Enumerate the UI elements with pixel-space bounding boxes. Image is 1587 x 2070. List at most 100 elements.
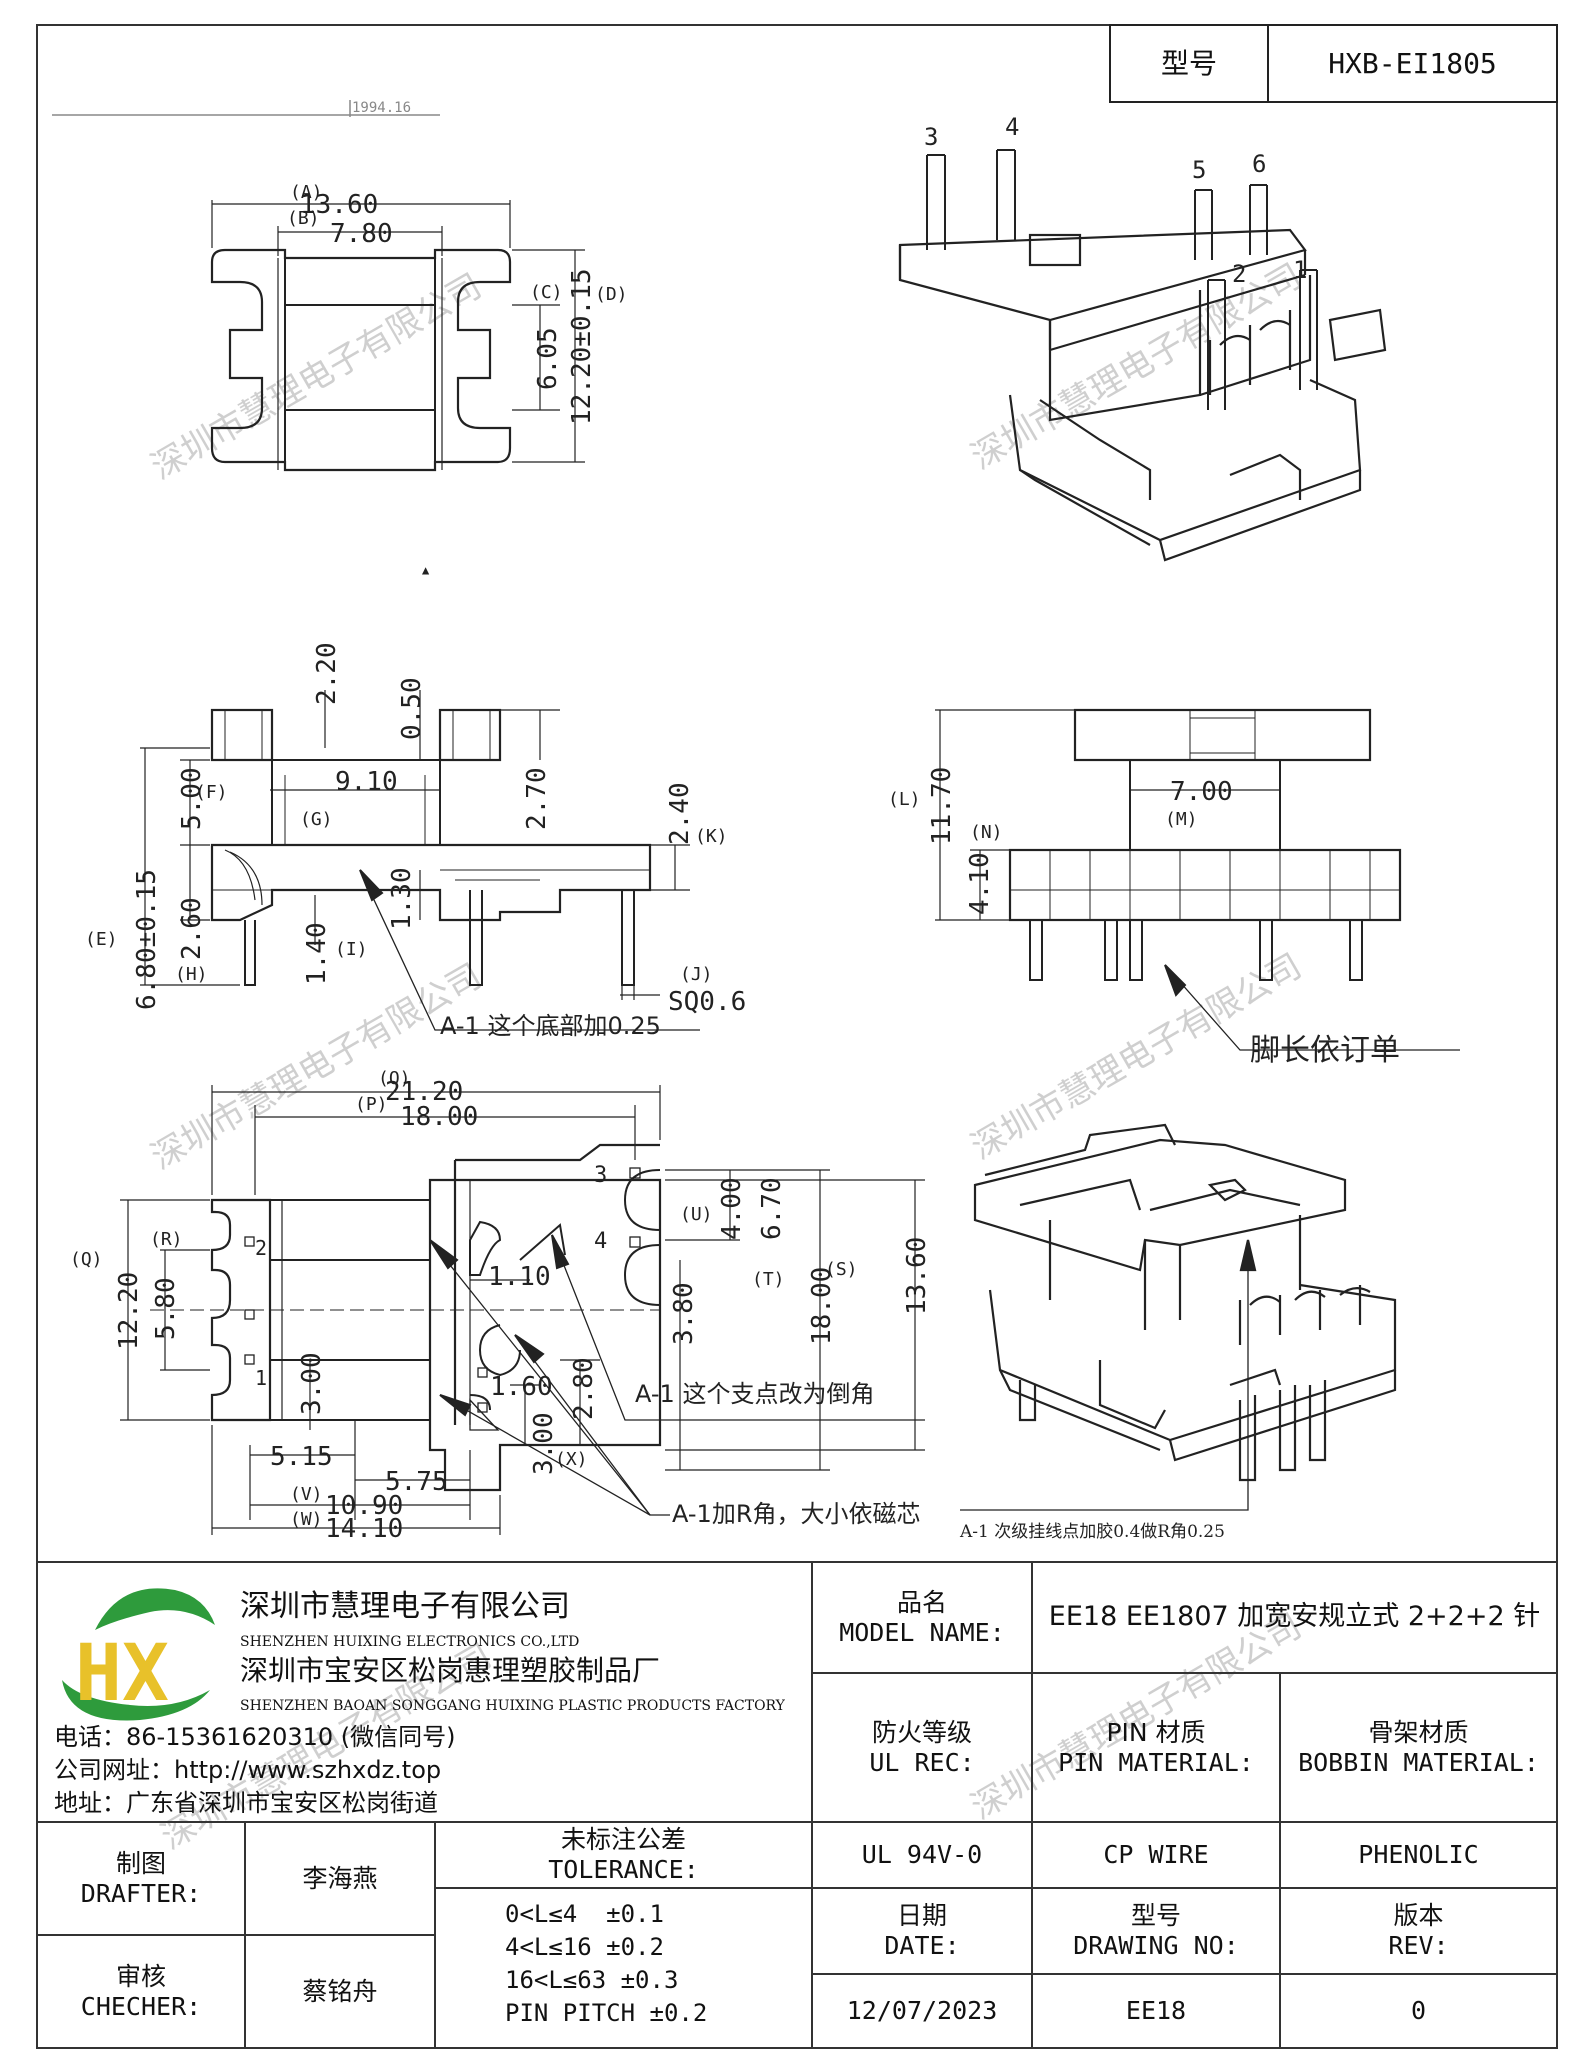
drawing-no-label: 型号 DRAWING NO:: [1073, 1901, 1239, 1960]
dim-label-q: (Q): [70, 1249, 103, 1270]
dim-label-n: (N): [970, 822, 1003, 843]
pin-label-1: 1: [1293, 256, 1307, 284]
bottom-view: 3 4 2 1: [70, 1068, 932, 1544]
dim-160: 1.60: [490, 1372, 553, 1402]
dim-label-w: (W): [290, 1509, 323, 1530]
dim-j: SQ0.6: [668, 987, 746, 1017]
drafter-name: 李海燕: [302, 1863, 378, 1893]
note-r-corner: A-1加R角，大小依磁芯: [672, 1500, 921, 1528]
dim-label-m: (M): [1165, 809, 1198, 830]
pin-label-6: 6: [1252, 150, 1266, 178]
dim-110: 1.10: [488, 1262, 551, 1292]
dim-label-p: (P): [355, 1094, 388, 1115]
dim-label-x: (X): [555, 1449, 588, 1470]
dim-670: 6.70: [757, 1177, 787, 1240]
dim-n: 4.10: [965, 852, 995, 915]
dim-m: 7.00: [1170, 777, 1233, 807]
company-phone: 电话：86-15361620310 (微信同号): [54, 1723, 456, 1751]
dim-g: 9.10: [335, 767, 398, 797]
dim-r: 5.80: [151, 1277, 181, 1340]
company-website: 公司网址：http://www.szhxdz.top: [54, 1756, 442, 1784]
iso-view-bottom: A-1 次级挂线点加胶0.4做R角0.25: [959, 1123, 1397, 1542]
dim-label-r: (R): [150, 1229, 183, 1250]
checker-label: 审核 CHECHER:: [80, 1961, 202, 2021]
dim-label-c: (C): [530, 282, 563, 303]
ul-rec-label: 防火等级 UL REC:: [869, 1717, 975, 1777]
dim-1360: 13.60: [902, 1237, 932, 1315]
date-label: 日期 DATE:: [884, 1901, 960, 1960]
header-type-label: 型号: [1160, 46, 1217, 80]
dim-u: 4.00: [717, 1177, 747, 1240]
header-box: [1109, 24, 1558, 103]
dim-label-f: (F): [195, 782, 228, 803]
dim-b: 7.80: [330, 219, 393, 249]
pin-bottom-1: 1: [255, 1366, 267, 1390]
dim-x: 3.00: [529, 1412, 559, 1475]
pin-label-3: 3: [924, 123, 938, 151]
pin-bottom-4: 4: [594, 1229, 607, 1254]
dim-label-u: (U): [680, 1204, 713, 1225]
dim-t: 3.80: [669, 1282, 699, 1345]
logo-text: HX: [75, 1629, 169, 1719]
iso-view-top: 3 4 5 6 2 1: [898, 113, 1387, 562]
bobbin-material-label: 骨架材质 BOBBIN MATERIAL:: [1298, 1717, 1539, 1777]
model-name-value: EE18 EE1807 加宽安规立式 2+2+2 针: [1048, 1601, 1541, 1633]
drafter-label: 制图 DRAFTER:: [80, 1848, 202, 1908]
dim-label-j: (J): [680, 964, 713, 985]
dim-label-o: (O): [378, 1068, 411, 1089]
company-name-cn: 深圳市慧理电子有限公司: [240, 1589, 570, 1624]
dim-d: 12.20±0.15: [567, 268, 597, 425]
dim-label-e: (E): [85, 929, 118, 950]
dim-280: 2.80: [569, 1357, 599, 1420]
checker-name: 蔡铭舟: [302, 1976, 378, 2006]
dim-i: 1.40: [302, 922, 332, 985]
company-name-en: SHENZHEN HUIXING ELECTRONICS CO.,LTD: [240, 1634, 580, 1650]
dim-270: 2.70: [522, 767, 552, 830]
note-wire-glue: A-1 次级挂线点加胶0.4做R角0.25: [959, 1522, 1225, 1542]
note-bottom-add: A-1 这个底部加0.25: [440, 1012, 661, 1040]
dim-label-s: (S): [825, 1259, 858, 1280]
dim-k: 2.40: [665, 782, 695, 845]
front-view: 11.70 (L) 4.10 (N) 7.00 (M) 脚长依订单: [888, 708, 1460, 1068]
dim-w: 14.10: [325, 1514, 403, 1544]
dim-c: 6.05: [533, 327, 563, 390]
dim-h: 2.60: [177, 897, 207, 960]
company-address: 地址：广东省深圳市宝安区松岗街道: [54, 1789, 438, 1817]
dim-050: 0.50: [397, 677, 427, 740]
dim-575: 5.75: [385, 1467, 448, 1497]
sheet-border: [36, 24, 1558, 2049]
drawing-no-value: EE18: [1125, 1996, 1187, 2025]
watermark: 深圳市慧理电子有限公司: [145, 266, 489, 488]
dim-300: 3.00: [297, 1352, 327, 1415]
dim-label-v: (V): [290, 1484, 323, 1505]
dim-s: 18.00: [807, 1267, 837, 1345]
pin-bottom-3: 3: [594, 1163, 607, 1188]
dim-label-d: (D): [595, 284, 628, 305]
model-name-label: 品名 MODEL NAME:: [839, 1587, 1005, 1647]
dim-label-l: (L): [888, 789, 921, 810]
dim-130: 1.30: [387, 867, 417, 930]
rev-label: 版本 REV:: [1388, 1901, 1449, 1960]
smudge-text: 1994.16: [352, 100, 411, 116]
factory-name-cn: 深圳市宝安区松岗惠理塑胶制品厂: [240, 1654, 661, 1687]
dim-label-h: (H): [175, 964, 208, 985]
pin-label-4: 4: [1005, 113, 1019, 141]
dim-220: 2.20: [312, 642, 342, 705]
dim-label-i: (I): [335, 939, 368, 960]
note-support-chamfer: A-1 这个支点改为倒角: [635, 1380, 874, 1408]
dim-label-a: (A): [290, 182, 323, 203]
pin-bottom-2: 2: [255, 1236, 267, 1260]
tolerance-label: 未标注公差 TOLERANCE:: [548, 1825, 699, 1884]
dim-label-b: (B): [287, 208, 320, 229]
dim-p: 18.00: [400, 1102, 478, 1132]
ul-rec-value: UL 94V-0: [861, 1840, 983, 1869]
pin-label-2: 2: [1232, 260, 1246, 288]
bobbin-material-value: PHENOLIC: [1358, 1840, 1479, 1869]
header-type-value: HXB-EI1805: [1328, 46, 1497, 80]
date-value: 12/07/2023: [846, 1996, 998, 2025]
top-view: (A) 13.60 (B) 7.80 (C) 6.05 (D) 12.20±0.…: [210, 182, 628, 577]
dim-f: 5.00: [177, 767, 207, 830]
